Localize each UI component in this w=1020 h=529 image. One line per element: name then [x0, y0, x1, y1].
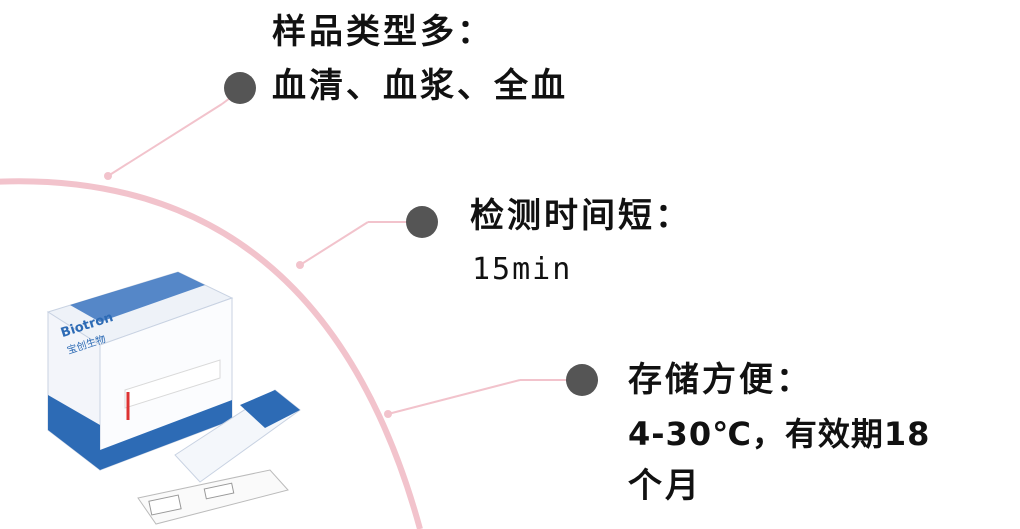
feature-detail-1: 血清、血浆、全血 [272, 66, 568, 106]
product-kit-image [46, 271, 301, 525]
connector-line-3 [387, 379, 521, 415]
connector-line-2 [299, 221, 369, 266]
feature-title-2: 检测时间短： [470, 196, 692, 236]
feature-title-3: 存储方便： [628, 360, 813, 400]
arc-line [0, 178, 423, 529]
feature-detail-3-line2: 个月 [628, 466, 702, 506]
arc-node-3 [384, 410, 392, 418]
connector-line-1 [107, 103, 223, 177]
feature-title-1: 样品类型多： [272, 12, 494, 52]
bullet-dot-3 [566, 364, 598, 396]
feature-detail-2: 15min [472, 252, 573, 287]
arc-node-2 [296, 261, 304, 269]
arc-node-1 [104, 172, 112, 180]
bullet-dot-2 [406, 206, 438, 238]
feature-detail-3: 4-30℃，有效期18 [628, 415, 931, 453]
bullet-dot-1 [224, 72, 256, 104]
